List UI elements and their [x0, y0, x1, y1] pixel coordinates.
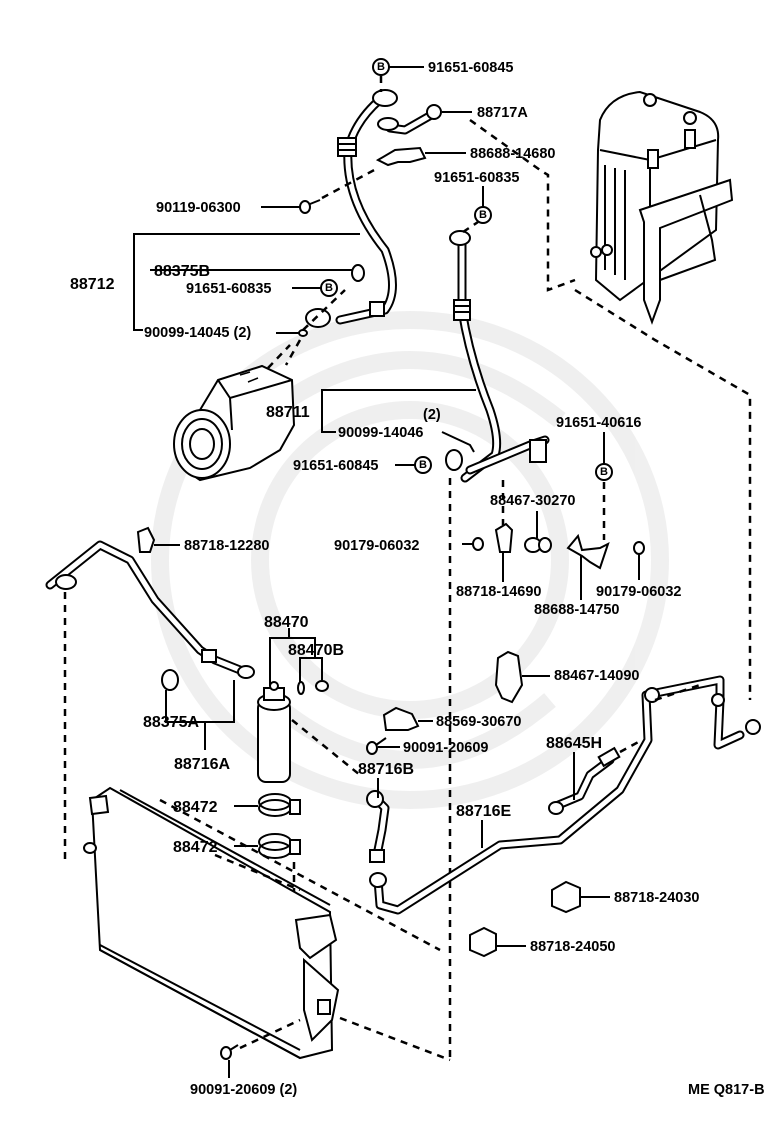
- label-90179-06032-left: 90179-06032: [334, 538, 419, 554]
- label-88711: 88711: [266, 404, 310, 421]
- label-90179-06032-right: 90179-06032: [596, 584, 681, 600]
- label-91651-60845-low: 91651-60845: [293, 458, 378, 474]
- svg-text:B: B: [600, 466, 608, 478]
- clamp-88718-12280[interactable]: [136, 526, 156, 553]
- grommet-88467-14090[interactable]: [494, 650, 524, 704]
- label-88688-14750: 88688-14750: [534, 602, 619, 618]
- label-88375B: 88375B: [154, 263, 210, 280]
- label-qty-2: (2): [423, 407, 441, 423]
- plug-88375B[interactable]: [351, 264, 365, 282]
- assembly-line: [321, 166, 379, 200]
- marker-b-mid: B: [474, 206, 492, 224]
- compressor[interactable]: [173, 364, 296, 482]
- assembly-line: [267, 344, 291, 369]
- leader-lines: [133, 66, 640, 1078]
- label-88718-24030: 88718-24030: [614, 890, 699, 906]
- assembly-line: [469, 118, 576, 292]
- label-88470: 88470: [264, 614, 309, 631]
- part-88717A[interactable]: [377, 104, 442, 135]
- label-88718-12280: 88718-12280: [184, 538, 269, 554]
- nut-90179-06032-right[interactable]: [633, 541, 645, 555]
- condenser[interactable]: [83, 786, 340, 1060]
- label-88716B: 88716B: [358, 761, 414, 778]
- marker-b-right: B: [595, 463, 613, 481]
- diagram-code: ME Q817-B: [688, 1082, 765, 1098]
- label-88688-14680: 88688-14680: [470, 146, 555, 162]
- liquid-tube-88716B[interactable]: [366, 790, 390, 863]
- assembly-line: [339, 1016, 451, 1062]
- bolt-90091-20609[interactable]: [366, 737, 387, 755]
- label-88718-24050: 88718-24050: [530, 939, 615, 955]
- clamp-88718-24050[interactable]: [469, 926, 497, 958]
- label-88717A: 88717A: [477, 105, 528, 121]
- pressure-switch-88645H[interactable]: [548, 746, 621, 815]
- receiver-dryer-88470[interactable]: [257, 681, 291, 783]
- label-90119-06300: 90119-06300: [156, 200, 241, 216]
- label-88712: 88712: [70, 276, 115, 293]
- svg-text:B: B: [377, 61, 385, 73]
- label-88718-14690: 88718-14690: [456, 584, 541, 600]
- svg-text:B: B: [479, 209, 487, 221]
- label-91651-60845-top: 91651-60845: [428, 60, 513, 76]
- label-88716E: 88716E: [456, 803, 511, 820]
- clamp-88472-lower[interactable]: [258, 833, 301, 859]
- label-91651-40616: 91651-40616: [556, 415, 641, 431]
- assembly-line: [619, 738, 643, 754]
- label-90099-14046: 90099-14046: [338, 425, 423, 441]
- assembly-line: [302, 289, 346, 331]
- assembly-line: [239, 1018, 301, 1050]
- label-88569-30670: 88569-30670: [436, 714, 521, 730]
- label-91651-60835-left: 91651-60835: [186, 281, 271, 297]
- discharge-hose-88711[interactable]: [445, 230, 550, 483]
- bracket-88688-14750[interactable]: [566, 533, 610, 570]
- label-88716A: 88716A: [174, 756, 230, 773]
- label-88472-lower: 88472: [173, 839, 218, 856]
- assembly-line: [574, 288, 752, 700]
- clamp-88718-24030[interactable]: [551, 880, 581, 914]
- bolt-90091-20609-x2[interactable]: [220, 1044, 239, 1060]
- label-88470B: 88470B: [288, 642, 344, 659]
- evaporator-unit[interactable]: [590, 90, 734, 325]
- nut-90179-06032-left[interactable]: [472, 537, 484, 551]
- assembly-line: [462, 220, 479, 234]
- label-90099-14045: 90099-14045 (2): [144, 325, 251, 341]
- label-91651-60835-mid: 91651-60835: [434, 170, 519, 186]
- assembly-line: [291, 719, 361, 776]
- label-88467-30270: 88467-30270: [490, 493, 575, 509]
- bracket-88688-14680[interactable]: [375, 146, 427, 167]
- label-88645H: 88645H: [546, 735, 602, 752]
- marker-b-top: B: [372, 58, 390, 76]
- label-88467-14090: 88467-14090: [554, 668, 639, 684]
- bolt-90119-06300[interactable]: [299, 199, 321, 214]
- plug-88375A[interactable]: [161, 669, 179, 691]
- liquid-tube-88716E[interactable]: [369, 675, 761, 915]
- assembly-line: [654, 683, 701, 702]
- marker-b-low: B: [414, 456, 432, 474]
- assembly-line: [159, 798, 441, 952]
- svg-text:B: B: [325, 282, 333, 294]
- clamp-88472-upper[interactable]: [258, 793, 301, 817]
- watermark-emblem: [151, 311, 669, 809]
- grommet-88467-30270[interactable]: [524, 537, 552, 553]
- label-90091-20609: 90091-20609: [403, 740, 488, 756]
- label-88472-upper: 88472: [173, 799, 218, 816]
- label-90091-20609-x2: 90091-20609 (2): [190, 1082, 297, 1098]
- marker-b-left: B: [320, 279, 338, 297]
- assembly-line: [284, 339, 302, 366]
- assembly-line: [214, 853, 301, 892]
- part-labels: 91651-60845 88717A 88688-14680 91651-608…: [70, 60, 765, 1098]
- liquid-tube-88716A[interactable]: [45, 540, 255, 679]
- clamp-88569-30670[interactable]: [382, 706, 420, 731]
- clamp-88718-14690[interactable]: [494, 522, 514, 553]
- label-88375A: 88375A: [143, 714, 199, 731]
- svg-text:B: B: [419, 459, 427, 471]
- suction-hose-88712[interactable]: [305, 89, 398, 328]
- o-ring-90099-14045[interactable]: [298, 329, 308, 337]
